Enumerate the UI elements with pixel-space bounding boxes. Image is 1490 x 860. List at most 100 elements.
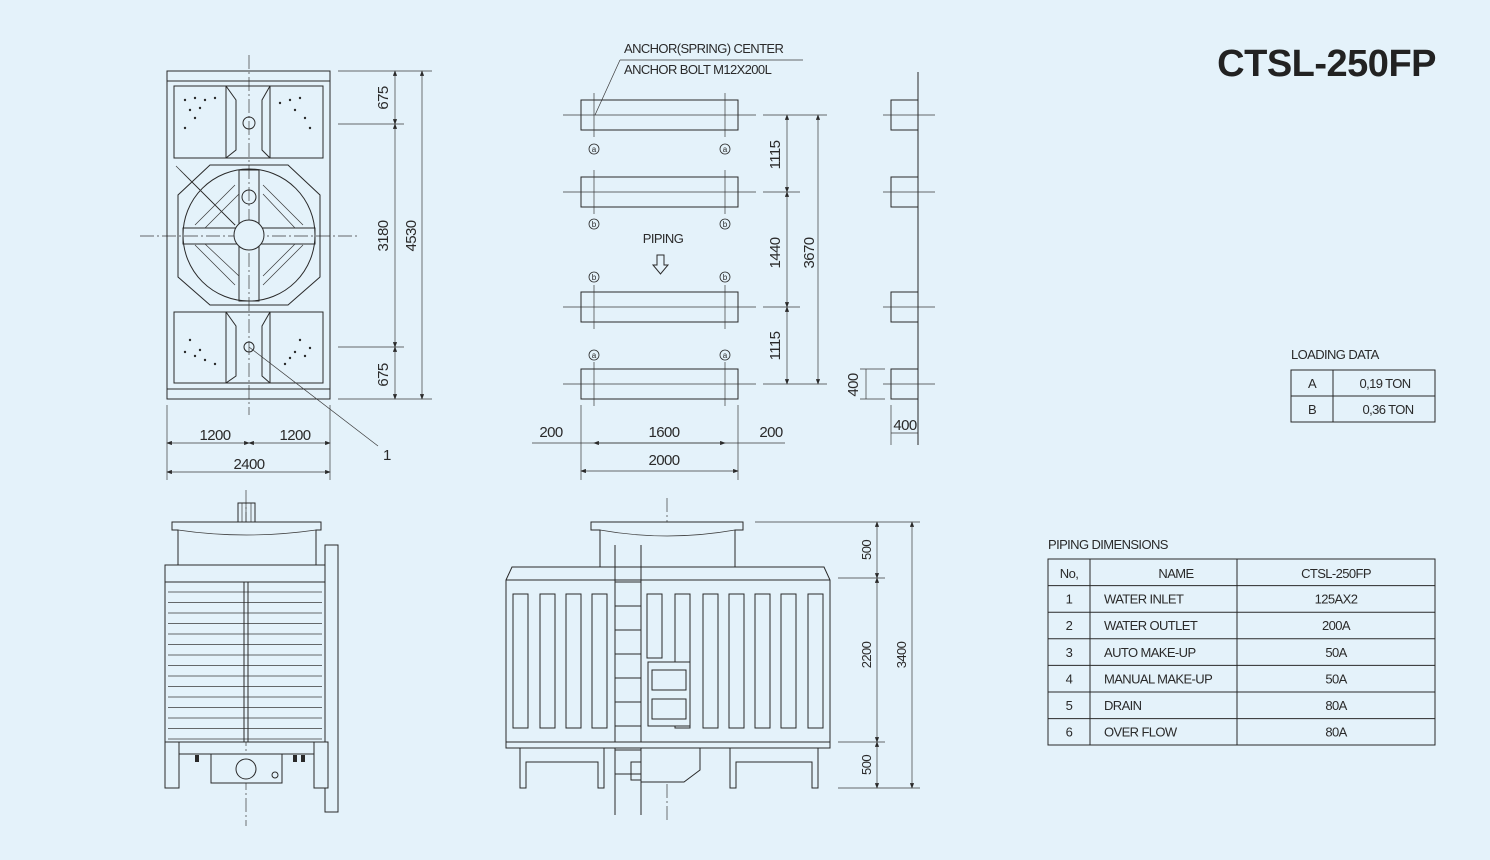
dim-400-width: 400	[893, 417, 916, 434]
dim-2000: 2000	[649, 452, 680, 469]
front-elevation: 500 2200 500 3400	[505, 498, 920, 820]
slat	[539, 593, 556, 729]
loading-data-table: LOADING DATA A 0,19 TON B 0,36 TON	[1290, 347, 1436, 423]
dim-400-height: 400	[845, 373, 862, 396]
leader-label-1: 1	[383, 447, 391, 464]
dim-1115-top: 1115	[767, 140, 784, 169]
marker-circle	[719, 271, 731, 283]
marker-circle	[719, 143, 731, 155]
fill-dot	[288, 98, 292, 102]
loading-value: 0,19 TON	[1359, 376, 1410, 391]
leg	[313, 741, 329, 789]
fill-dot	[213, 362, 217, 366]
fill-dot	[203, 358, 207, 362]
inlet-nozzle	[242, 116, 256, 130]
header-no: No,	[1060, 566, 1078, 581]
slat	[565, 593, 582, 729]
dim-2400: 2400	[234, 456, 265, 473]
elevation-dimensions: 500 2200 500 3400	[755, 521, 920, 789]
side-bars	[883, 99, 935, 400]
fill-dot	[183, 98, 187, 102]
note-leader	[594, 59, 621, 116]
leg-frame	[519, 747, 605, 789]
hatch-line	[194, 244, 236, 286]
basin-panel	[269, 311, 324, 384]
marker-label: a	[723, 351, 728, 360]
fan-casing	[177, 164, 321, 306]
basin-panel	[173, 85, 227, 159]
marker-circle	[588, 143, 600, 155]
row-name: OVER FLOW	[1104, 725, 1178, 740]
slat	[674, 593, 691, 729]
marker-circle	[719, 349, 731, 361]
casing-slats	[512, 593, 824, 729]
fill-dot	[198, 106, 202, 110]
fill-dot	[283, 362, 287, 366]
row-number: 3	[1066, 645, 1073, 660]
louvers	[168, 591, 322, 740]
fill-dot	[303, 354, 307, 358]
hatch-line	[204, 193, 240, 229]
dim-1440: 1440	[767, 237, 784, 268]
leg	[164, 741, 180, 789]
hatch-line	[194, 184, 236, 226]
anchor-dimensions: 1115 1440 1115 3670 200 1600 200 2000	[532, 114, 827, 480]
fill-dot	[213, 96, 217, 100]
row-number: 4	[1066, 671, 1073, 686]
note-anchor-center: ANCHOR(SPRING) CENTER	[624, 41, 784, 56]
row-size: 200A	[1322, 618, 1351, 633]
drain	[271, 771, 279, 779]
row-name: MANUAL MAKE-UP	[1104, 671, 1212, 686]
piping-dimensions-title: PIPING DIMENSIONS	[1048, 537, 1169, 552]
table-grid	[1048, 585, 1435, 720]
row-size: 50A	[1325, 645, 1347, 660]
dim-1200-left: 1200	[200, 427, 231, 444]
fill-dot	[288, 356, 292, 360]
fill-dot	[193, 116, 197, 120]
marker-label: b	[592, 273, 597, 282]
row-size: 125AX2	[1315, 592, 1358, 607]
anchor-bars	[563, 93, 756, 406]
slat	[728, 593, 745, 729]
note-anchor-bolt: ANCHOR BOLT M12X200L	[624, 62, 772, 77]
fan-hub	[233, 219, 265, 251]
casing	[164, 564, 326, 743]
header-model: CTSL-250FP	[1301, 566, 1371, 581]
basin-panel	[269, 85, 324, 159]
dim-3400: 3400	[894, 641, 909, 668]
row-size: 80A	[1325, 725, 1347, 740]
marker-label: b	[592, 220, 597, 229]
slat	[807, 593, 824, 729]
fill-dot	[308, 126, 312, 130]
plan-dimensions: 675 3180 675 4530 1200 1200 2400	[166, 70, 432, 480]
marker-circle	[588, 218, 600, 230]
slat	[512, 593, 529, 729]
fill-dot	[303, 116, 307, 120]
fill-dot	[193, 96, 197, 100]
dim-3180: 3180	[375, 220, 392, 251]
slat	[591, 593, 608, 729]
fill-dot	[278, 101, 282, 105]
fill-dot	[198, 348, 202, 352]
hatch-line	[262, 244, 304, 286]
fan-stack	[171, 521, 322, 566]
fill-dots	[183, 96, 312, 366]
model-title: CTSL-250FP	[1217, 43, 1436, 85]
outlet-sump	[640, 747, 701, 783]
side-elevation	[164, 490, 339, 826]
top-edge	[166, 70, 331, 82]
dim-675-bottom: 675	[375, 363, 392, 386]
row-number: 1	[1066, 592, 1073, 607]
slat	[702, 593, 719, 729]
row-size: 50A	[1325, 671, 1347, 686]
fill-dot	[293, 350, 297, 354]
dim-200-left: 200	[539, 424, 562, 441]
row-name: WATER OUTLET	[1104, 618, 1198, 633]
leg-frame	[729, 747, 819, 789]
loading-key: A	[1308, 376, 1317, 391]
access-door	[647, 661, 691, 727]
loading-key: B	[1308, 402, 1316, 417]
